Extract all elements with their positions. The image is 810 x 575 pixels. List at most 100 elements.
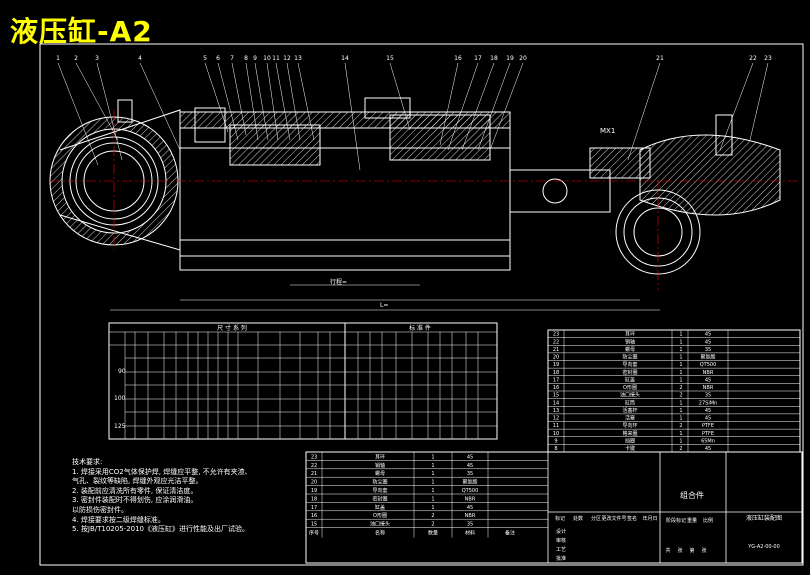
title-role: 批准 xyxy=(556,555,566,562)
part-number-label: 16 xyxy=(454,55,462,62)
part-number-label: 20 xyxy=(519,55,527,62)
lower-parts-cell: 销轴 xyxy=(375,462,385,469)
lower-parts-cell: QT500 xyxy=(462,488,479,494)
lower-parts-cell: 35 xyxy=(467,522,473,528)
lower-parts-cell: 35 xyxy=(467,471,473,477)
parts-list-cell: 1 xyxy=(679,408,682,414)
tech-line: 3. 密封件装配时不得划伤, 应涂润滑油。 xyxy=(72,496,198,505)
parts-list-cell: 23 xyxy=(553,332,559,338)
lower-header-cell: 序号 xyxy=(309,530,319,537)
part-number-label: 11 xyxy=(272,55,280,62)
leader-line xyxy=(627,62,661,161)
table-header-size: 尺 寸 系 列 xyxy=(217,324,247,332)
lower-parts-cell: NBR xyxy=(465,513,476,519)
title-role: 工艺 xyxy=(556,547,566,553)
lower-parts-cell: 2 xyxy=(431,513,434,519)
lower-header-cell: 备注 xyxy=(505,530,515,537)
lower-parts-cell: 油口接头 xyxy=(370,521,390,528)
parts-list-cell: 10 xyxy=(553,431,559,437)
lower-parts-cell: 16 xyxy=(311,513,317,519)
bore-90: 90 xyxy=(118,368,126,375)
lower-parts-cell: 1 xyxy=(431,463,434,469)
leader-line xyxy=(489,62,524,151)
parts-list-cell: 1 xyxy=(679,431,682,437)
parts-list-cell: 1 xyxy=(679,339,682,345)
parts-list-cell: 9 xyxy=(554,438,557,444)
parts-list-cell: 45 xyxy=(705,446,711,452)
rod-eye xyxy=(615,114,781,275)
lower-parts-cell: 17 xyxy=(311,505,317,511)
title-row-label: 年月日 xyxy=(642,515,657,522)
parts-list-cell: 35 xyxy=(705,347,711,353)
parts-list-cell: 2 xyxy=(679,393,682,399)
part-number-label: 5 xyxy=(203,55,207,62)
title-row-label: 更改文件号 xyxy=(601,515,626,522)
stroke-label: 行程= xyxy=(330,278,347,286)
parts-list-cell: 65Mn xyxy=(701,438,715,444)
cylinder-barrel xyxy=(179,97,511,271)
lower-parts-cell: 45 xyxy=(467,463,473,469)
parts-list-cell: QT500 xyxy=(700,362,717,368)
overall-length-label: L= xyxy=(380,302,388,309)
parts-list-cell: 格来圈 xyxy=(622,430,637,437)
lower-parts-cell: 聚氨酯 xyxy=(462,479,477,486)
parts-list-cell: 27SiMn xyxy=(699,400,717,406)
leader-line xyxy=(286,62,301,141)
tech-line: 1. 焊接采用CO2气体保护焊, 焊缝应平整, 不允许有夹渣、 xyxy=(72,467,252,476)
parts-list-cell: O形圈 xyxy=(623,384,637,391)
lower-parts-cell: 2 xyxy=(431,522,434,528)
leader-line xyxy=(344,62,361,171)
part-number-label: 18 xyxy=(490,55,498,62)
lower-parts-cell: 1 xyxy=(431,496,434,502)
parts-list-cell: 1 xyxy=(679,355,682,361)
parts-list-cell: 2 xyxy=(679,446,682,452)
part-number-label: 19 xyxy=(506,55,514,62)
parts-list-cell: 13 xyxy=(553,408,559,414)
bolt xyxy=(117,99,133,123)
parts-list-cell: 1 xyxy=(679,416,682,422)
parts-list-cell: 卡键 xyxy=(625,445,635,452)
tech-line: 5. 按JB/T10205-2010《液压缸》进行性能及出厂试验。 xyxy=(72,525,250,534)
part-number-label: 8 xyxy=(244,55,248,62)
parts-list-cell: 45 xyxy=(705,416,711,422)
title-row-label: 标记 xyxy=(555,515,565,522)
title-role: 审核 xyxy=(556,537,566,544)
leader-line xyxy=(439,62,459,146)
lower-parts-cell: 1 xyxy=(431,480,434,486)
parts-list-cell: 1 xyxy=(679,370,682,376)
lower-parts-cell: 19 xyxy=(311,488,317,494)
leader-line xyxy=(96,62,123,161)
lower-parts-cell: 1 xyxy=(431,505,434,511)
cylinder-assembly xyxy=(49,97,800,311)
title-row-label: 签名 xyxy=(627,515,637,522)
parts-list-cell: 聚氨酯 xyxy=(700,354,715,361)
lower-parts-cell: 密封圈 xyxy=(372,495,387,502)
technical-requirements: 技术要求: 1. 焊接采用CO2气体保护焊, 焊缝应平整, 不允许有夹渣、 气孔… xyxy=(72,458,252,535)
bore-125: 125 xyxy=(114,423,126,430)
title-stage-label: 重量 xyxy=(687,517,697,524)
parts-list-cell: 1 xyxy=(679,400,682,406)
parts-list-cell: 密封圈 xyxy=(622,369,637,376)
lower-header-cell: 数量 xyxy=(428,530,438,537)
parts-list-cell: PTFE xyxy=(702,431,714,437)
tech-heading: 技术要求: xyxy=(72,458,103,466)
table-header-standard: 标 准 件 xyxy=(409,324,431,332)
leader-line xyxy=(254,62,269,141)
title-stage-label: 比例 xyxy=(703,517,713,524)
parts-list-cell: 活塞 xyxy=(625,415,635,422)
lower-parts-cell: 45 xyxy=(467,505,473,511)
parts-list-cell: 缸盖 xyxy=(625,376,635,383)
parts-list-cell: 20 xyxy=(553,355,559,361)
lower-parts-cell: 15 xyxy=(311,522,317,528)
parts-list-cell: 35 xyxy=(705,393,711,399)
sheet-label: 张 xyxy=(677,547,682,554)
part-number-label: 4 xyxy=(138,55,142,62)
parts-list-cell: 1 xyxy=(679,362,682,368)
parts-list-cell: 缸筒 xyxy=(625,399,635,406)
tech-line: 气孔、裂纹等缺陷, 焊缝外观应光洁平整。 xyxy=(72,477,203,486)
bore-100: 100 xyxy=(114,395,126,402)
leader-line xyxy=(461,62,495,151)
lower-header-cell: 材料 xyxy=(465,530,475,537)
